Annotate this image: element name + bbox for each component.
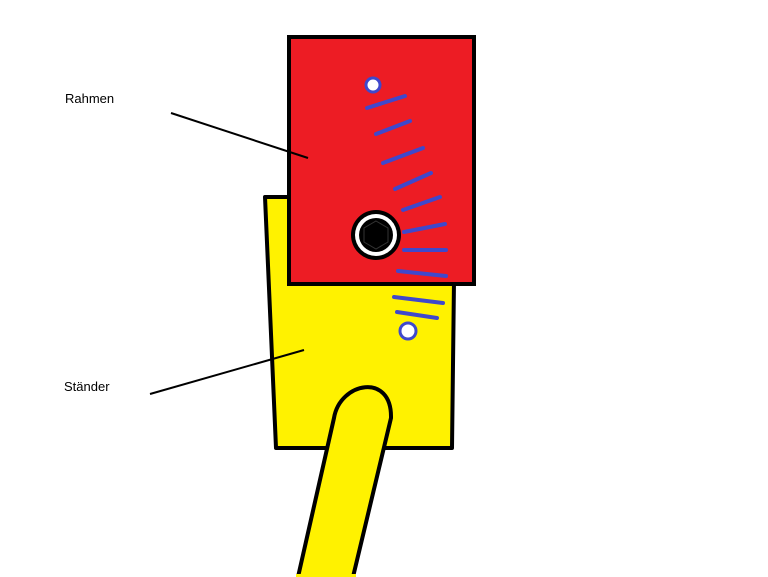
- stand-label: Ständer: [64, 379, 110, 394]
- frame-leader-line: [170, 112, 309, 159]
- stand-leader-line: [149, 349, 305, 395]
- stand-leg: [296, 385, 394, 577]
- spring: [365, 94, 448, 320]
- spring-top-eyelet: [364, 76, 382, 94]
- frame-label: Rahmen: [65, 91, 115, 106]
- spring-bottom-eyelet: [398, 321, 418, 341]
- hex-socket-icon: [363, 220, 389, 250]
- leg-bottom-mask: [296, 574, 356, 577]
